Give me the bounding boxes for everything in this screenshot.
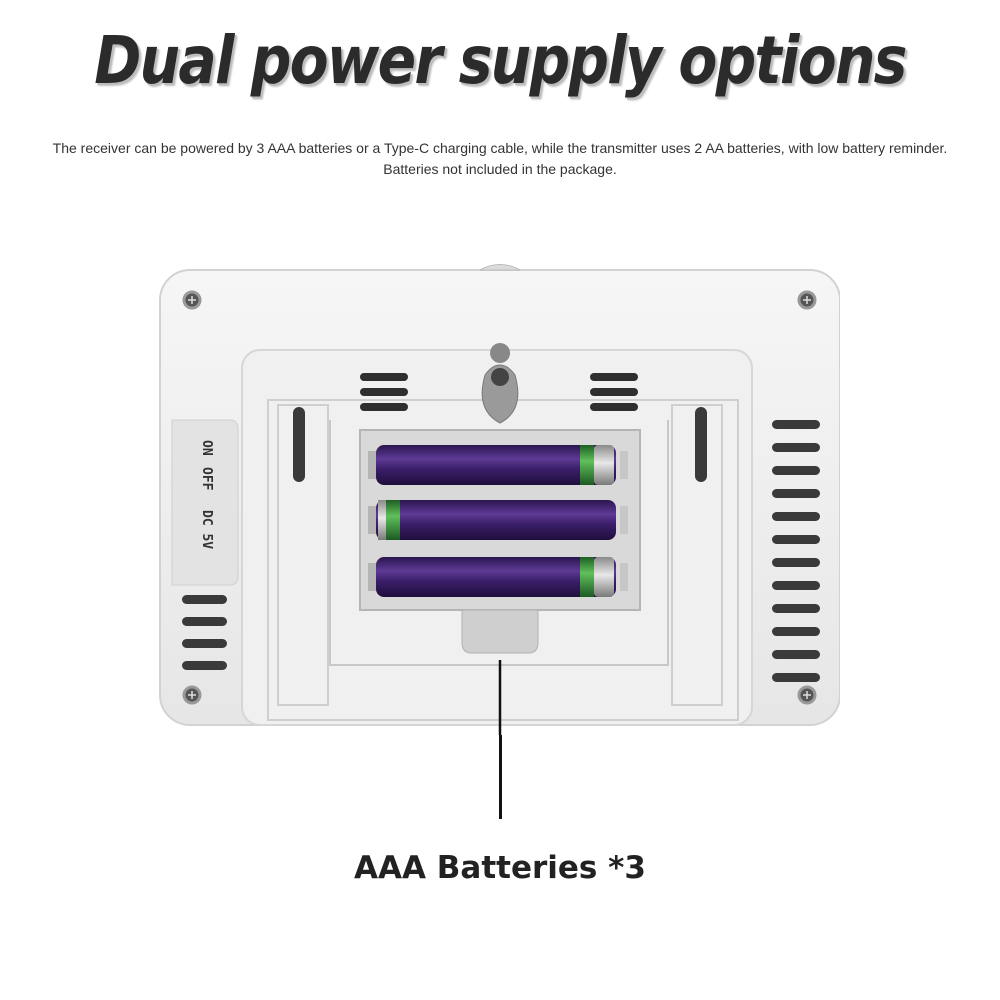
headline-title: Dual power supply options bbox=[94, 22, 907, 99]
screw-icon bbox=[797, 685, 817, 705]
hanging-hole-icon bbox=[481, 343, 519, 424]
screw-icon bbox=[797, 290, 817, 310]
side-switch-recess bbox=[171, 419, 239, 586]
grille-right bbox=[590, 373, 638, 411]
battery-aaa bbox=[368, 445, 628, 485]
screw-icon bbox=[182, 685, 202, 705]
battery-aaa bbox=[368, 557, 628, 597]
description-text: The receiver can be powered by 3 AAA bat… bbox=[52, 140, 948, 177]
screw-icon bbox=[182, 290, 202, 310]
battery-door-tab bbox=[461, 609, 539, 654]
stand-leg-right bbox=[671, 404, 723, 706]
grille-left bbox=[360, 373, 408, 411]
callout-label: AAA Batteries *3 bbox=[354, 850, 646, 886]
callout-connector bbox=[499, 735, 502, 819]
switch-label-on: ON bbox=[199, 440, 214, 456]
top-knob bbox=[479, 264, 521, 271]
receiver-back-view: ON OFF DC 5V bbox=[159, 264, 840, 735]
switch-label-off: OFF bbox=[199, 467, 214, 491]
battery-aaa bbox=[368, 500, 628, 540]
right-vent-slots bbox=[772, 420, 820, 682]
stand-leg-left bbox=[277, 404, 329, 706]
left-vent-slots bbox=[182, 595, 227, 670]
switch-label-dc5v: DC 5V bbox=[199, 510, 214, 549]
